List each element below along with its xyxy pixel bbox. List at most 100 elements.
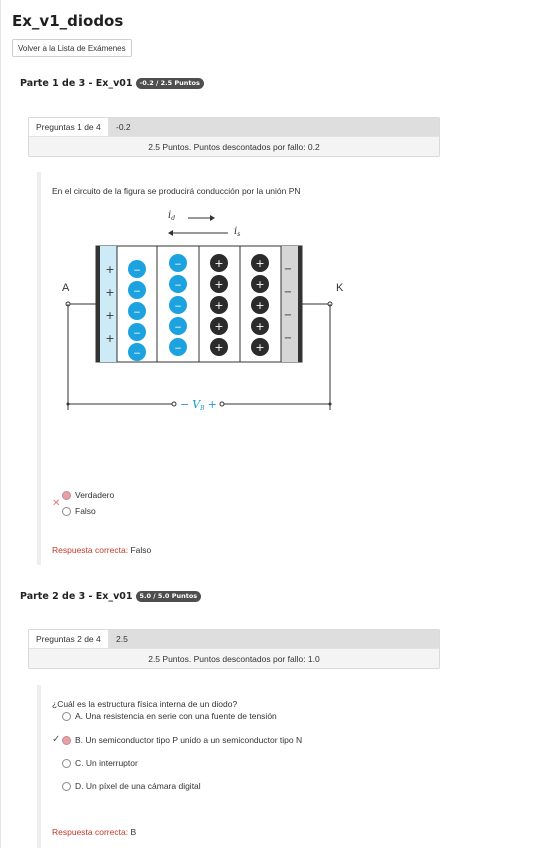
p-side-plus-signs: + + + + (105, 263, 114, 345)
question-2-number: Preguntas 2 de 4 (29, 630, 109, 648)
carrier-grid: −−−−−−−−−−++++++++++ (128, 254, 269, 361)
q2-option-a-radio[interactable] (62, 711, 71, 721)
q2-option-d[interactable]: D. Un píxel de una cámara digital (62, 781, 201, 791)
p-plus: + (105, 263, 114, 276)
question-1-points-info: 2.5 Puntos. Puntos descontados por fallo… (148, 141, 320, 152)
question-1-header: Preguntas 1 de 4 -0.2 2.5 Puntos. Puntos… (28, 117, 440, 157)
question-2-text: ¿Cuál es la estructura física interna de… (52, 699, 238, 709)
electron-carrier-sign: + (255, 278, 264, 291)
pn-junction-circuit-figure: id is A K + + + + − − − − −−−−−−−−−−++++… (62, 210, 344, 412)
n-minus: − (284, 264, 292, 275)
electron-carrier (210, 254, 228, 272)
question-2-body-rule (37, 685, 41, 848)
q1-correct-answer: Respuesta correcta: Falso (52, 545, 151, 555)
n-depletion-strip (281, 246, 298, 362)
n-side-minus-signs: − − − − (284, 264, 292, 344)
q2-option-c-label: C. Un interruptor (75, 758, 138, 768)
part-1-title: Parte 1 de 3 - Ex_v01 (20, 78, 133, 89)
electron-carrier (210, 275, 228, 293)
cathode-contact (298, 246, 302, 362)
electron-carrier (251, 317, 269, 335)
q1-option-falso-radio[interactable] (62, 506, 71, 516)
q1-option-verdadero[interactable]: Verdadero (62, 490, 114, 500)
electron-carrier-sign: + (255, 257, 264, 270)
hole-carrier-sign: − (174, 302, 182, 312)
q1-correct-answer-label: Respuesta correcta: (52, 545, 129, 555)
q2-option-d-radio[interactable] (62, 781, 71, 791)
current-is-arrowhead (168, 230, 173, 236)
terminal-a-label: A (62, 282, 70, 294)
hole-carrier-sign: − (174, 344, 182, 354)
hole-carrier-sign: − (174, 323, 182, 333)
q2-option-a-label: A. Una resistencia en serie con una fuen… (75, 711, 277, 721)
q1-option-verdadero-radio[interactable] (62, 490, 71, 500)
back-to-exam-list-button[interactable]: Volver a la Lista de Exámenes (12, 39, 132, 57)
electron-carrier (210, 338, 228, 356)
p-plus: + (105, 309, 114, 322)
hole-carrier-sign: − (133, 329, 141, 339)
q2-option-d-label: D. Un píxel de una cámara digital (75, 781, 201, 791)
electron-carrier-sign: + (214, 341, 223, 354)
anode-contact (96, 246, 100, 362)
hole-carrier (169, 338, 187, 356)
hole-carrier-sign: − (174, 281, 182, 291)
n-minus: − (284, 333, 292, 344)
page-left-border (0, 0, 1, 848)
q2-option-b-radio[interactable] (62, 735, 71, 745)
electron-carrier-sign: + (255, 299, 264, 312)
p-plus: + (105, 286, 114, 299)
electron-carrier-sign: + (214, 299, 223, 312)
electron-carrier (251, 275, 269, 293)
q2-option-a[interactable]: A. Una resistencia en serie con una fuen… (62, 711, 277, 721)
current-id-label: id (168, 210, 175, 222)
q1-option-verdadero-label: Verdadero (75, 490, 115, 500)
hole-carrier (128, 343, 146, 361)
part-2-heading: Parte 2 de 3 - Ex_v01 5.0 / 5.0 Puntos (20, 591, 202, 602)
question-1-body-rule (37, 172, 41, 565)
part-2-score-badge: 5.0 / 5.0 Puntos (135, 591, 202, 602)
q2-option-c-radio[interactable] (62, 758, 71, 768)
hole-carrier (128, 260, 146, 278)
hole-carrier (169, 317, 187, 335)
correct-answer-check-icon: ✓ (52, 734, 61, 745)
source-terminal-minus (171, 401, 177, 407)
q2-correct-answer-value: B (130, 827, 137, 837)
electron-carrier (210, 317, 228, 335)
electron-carrier-sign: + (255, 341, 264, 354)
hole-carrier (169, 296, 187, 314)
exam-title: Ex_v1_diodos (12, 12, 124, 30)
electron-carrier-sign: + (214, 257, 223, 270)
electron-carrier (210, 296, 228, 314)
question-1-score: -0.2 (109, 118, 439, 136)
q2-option-b-label: B. Un semiconductor tipo P unido a un se… (75, 735, 303, 745)
question-1-number: Preguntas 1 de 4 (29, 118, 109, 136)
hole-carrier (128, 302, 146, 320)
question-1-text: En el circuito de la figura se producirá… (52, 186, 301, 196)
electron-carrier (251, 254, 269, 272)
hole-carrier-sign: − (133, 287, 141, 297)
hole-carrier (128, 323, 146, 341)
current-id-arrowhead (210, 215, 215, 221)
question-2-header: Preguntas 2 de 4 2.5 2.5 Puntos. Puntos … (28, 629, 440, 669)
n-minus: − (284, 287, 292, 298)
hole-carrier-sign: − (133, 349, 141, 359)
q1-option-falso-label: Falso (75, 506, 96, 516)
terminal-k-label: K (336, 282, 344, 294)
electron-carrier-sign: + (214, 320, 223, 333)
q2-option-b[interactable]: B. Un semiconductor tipo P unido a un se… (62, 735, 302, 745)
hole-carrier-sign: − (174, 260, 182, 270)
q2-correct-answer: Respuesta correcta: B (52, 827, 136, 837)
q2-option-c[interactable]: C. Un interruptor (62, 758, 138, 768)
hole-carrier-sign: − (133, 308, 141, 318)
incorrect-answer-icon: ✕ (52, 498, 61, 509)
q1-option-falso[interactable]: Falso (62, 506, 96, 516)
q1-correct-answer-value: Falso (130, 545, 152, 555)
question-2-points-info: 2.5 Puntos. Puntos descontados por fallo… (148, 653, 320, 664)
electron-carrier (251, 338, 269, 356)
hole-carrier-sign: − (133, 266, 141, 276)
hole-carrier (169, 254, 187, 272)
p-plus: + (105, 332, 114, 345)
q2-correct-answer-label: Respuesta correcta: (52, 827, 129, 837)
hole-carrier (128, 281, 146, 299)
source-voltage-label: −VB+ (180, 398, 217, 412)
